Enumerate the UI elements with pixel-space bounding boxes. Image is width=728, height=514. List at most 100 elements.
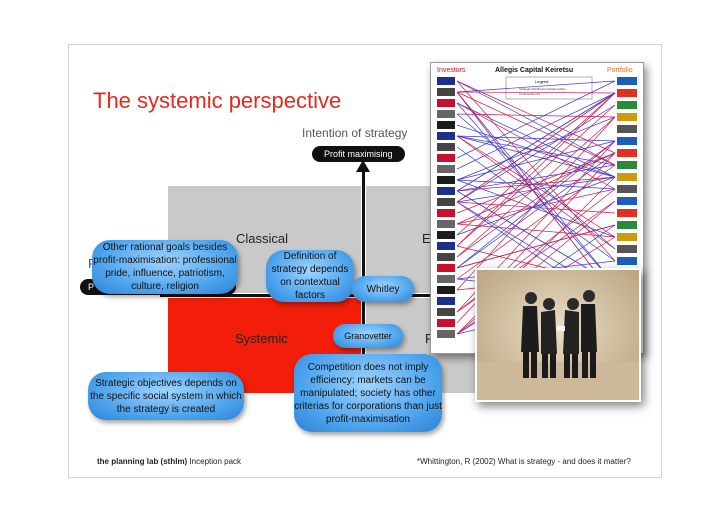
portfolio-logo [617,233,637,241]
bubble-competition: Competition does not imply efficiency: m… [294,354,442,432]
investor-logo [437,110,455,118]
relationship-line [456,92,616,192]
investor-logo [437,242,455,250]
relationship-line [456,135,616,250]
investor-logo [437,308,455,316]
investor-logo [437,154,455,162]
portfolio-logo [617,245,637,253]
investor-logo [437,286,455,294]
relationship-line [456,164,616,280]
relationship-line [456,80,616,166]
footer-pack: Inception pack [189,457,242,466]
portfolio-logo [617,197,637,205]
investor-logo [437,88,455,96]
portfolio-logo [617,257,637,265]
relationship-line [456,135,616,178]
relationship-line [456,224,616,269]
portfolio-logo [617,221,637,229]
investor-logo [437,209,455,217]
collage-legend-line2: Co-investments [519,92,540,96]
portfolio-logo [617,173,637,181]
investor-logo [437,121,455,129]
relationship-line [456,179,616,190]
relationship-line [456,140,616,258]
investor-logo [437,330,455,338]
collage-header-title: Allegis Capital Keiretsu [495,67,573,74]
relationship-line [456,164,616,192]
portfolio-logo [617,149,637,157]
bubble-other-rational-goals-text: Other rational goals besides profit-maxi… [93,242,237,292]
left-axis-pill-text: P [88,282,95,292]
portfolio-logo [617,101,637,109]
portfolio-logo [617,89,637,97]
footer-citation: *Whittington, R (2002) What is strategy … [417,457,631,466]
business-people-photo [475,268,641,402]
relationship-line [456,176,616,236]
relationship-line [456,92,616,247]
quadrant-label-classical: Classical [236,231,289,246]
relationship-line [456,80,616,154]
relationship-line [456,152,616,225]
portfolio-logo [617,77,637,85]
collage-header-investors: Investors [437,67,466,74]
quadrant-label-evolutionary: E [422,231,431,246]
relationship-line [456,80,616,159]
investor-logo [437,143,455,151]
bubble-whitley: Whitley [352,276,414,302]
investor-logo [437,187,455,195]
portfolio-logo [617,161,637,169]
relationship-line [456,116,616,181]
investor-logo [437,198,455,206]
relationship-line [456,135,616,238]
investor-logo [437,319,455,327]
investor-logo [437,132,455,140]
collage-legend-line1: Strategic Distribution Relationships [519,87,566,91]
bubble-other-rational-goals: Other rational goals besides profit-maxi… [92,240,238,294]
investor-logo [437,176,455,184]
relationship-line [456,179,616,238]
bubble-granovetter: Granovetter [333,324,403,348]
relationship-line [456,92,616,170]
bubble-strategic-objectives: Strategic objectives depends on the spec… [88,372,244,420]
bubble-whitley-text: Whitley [366,283,400,295]
relationship-line [456,91,616,94]
relationship-line [456,176,616,203]
bubble-granovetter-text: Granovetter [344,330,392,341]
investor-logo [437,297,455,305]
portfolio-logo [617,185,637,193]
relationship-line [456,92,616,236]
investor-logo [437,231,455,239]
portfolio-logo [617,137,637,145]
investor-logo [437,99,455,107]
investor-logo [437,165,455,173]
bowing-businessmen-photo [477,270,639,400]
investor-logo [437,253,455,261]
bubble-definition-text: Definition of strategy depends on contex… [271,251,349,301]
portfolio-logo [617,209,637,217]
bubble-definition-of-strategy: Definition of strategy depends on contex… [266,250,354,302]
quadrant-label-systemic: Systemic [235,331,288,346]
relationship-line [456,152,616,269]
investor-logo [437,264,455,272]
slide-title: The systemic perspective [93,88,342,113]
collage-legend-title: Legend [535,79,548,84]
relationship-line [456,135,616,166]
investor-logo [437,220,455,228]
relationship-line [456,104,616,203]
vertical-axis-arrow [356,160,370,172]
relationship-line [456,102,616,286]
relationship-line [456,140,616,269]
relationship-line [456,80,616,262]
relationship-line [456,92,616,203]
axis-vertical-label: Intention of strategy [302,126,408,140]
relationship-line [456,140,616,181]
relationship-line [456,116,616,258]
investor-logo [437,275,455,283]
portfolio-logo [617,125,637,133]
footer-left: the planning lab (sthlm) Inception pack [97,457,241,466]
bubble-strategic-objectives-text: Strategic objectives depends on the spec… [90,377,242,415]
profit-maximising-pill: Profit maximising [312,146,405,162]
relationship-line [456,91,616,166]
collage-header-portfolio: Portfolio [607,67,633,74]
quadrant-label-processual: P [425,331,434,346]
